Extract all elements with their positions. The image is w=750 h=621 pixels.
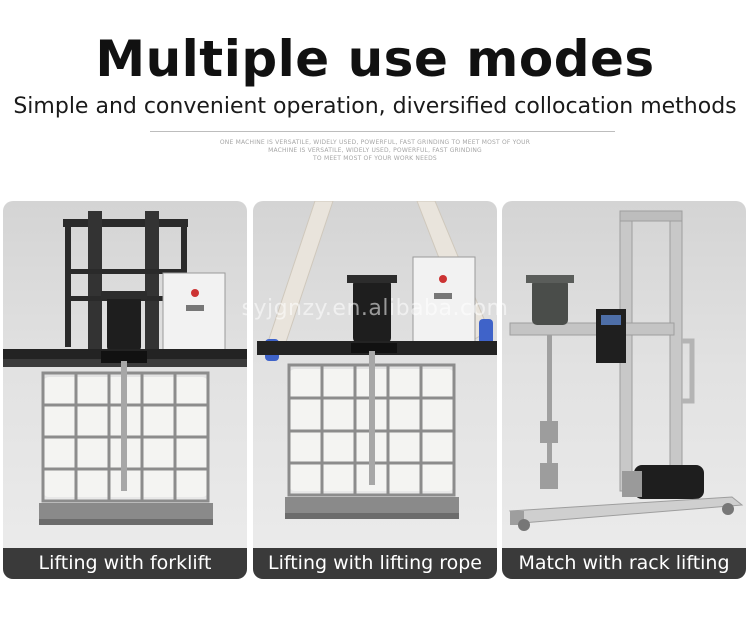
panel-caption: Match with rack lifting [502, 548, 746, 579]
page-subtitle: Simple and convenient operation, diversi… [13, 94, 737, 119]
panel-caption: Lifting with forklift [3, 548, 247, 579]
small-text-line: TO MEET MOST OF YOUR WORK NEEDS [313, 155, 437, 162]
panel-caption: Lifting with lifting rope [253, 548, 497, 579]
rack-mixer-image [508, 210, 744, 531]
rope-mixer-image [257, 201, 497, 519]
panel-rack-lifting: Match with rack lifting [502, 201, 746, 579]
page-title: Multiple use modes [95, 30, 655, 88]
header-small-text: ONE MACHINE IS VERSATILE, WIDELY USED, P… [200, 139, 550, 163]
small-text-line: ONE MACHINE IS VERSATILE, WIDELY USED, P… [219, 139, 531, 146]
small-text-line: MACHINE IS VERSATILE, WIDELY USED, POWER… [268, 147, 482, 154]
panel-forklift: Lifting with forklift [3, 201, 247, 579]
header-divider [150, 131, 615, 132]
forklift-mixer-image [3, 211, 247, 525]
panel-lifting-rope: Lifting with lifting rope [253, 201, 497, 579]
